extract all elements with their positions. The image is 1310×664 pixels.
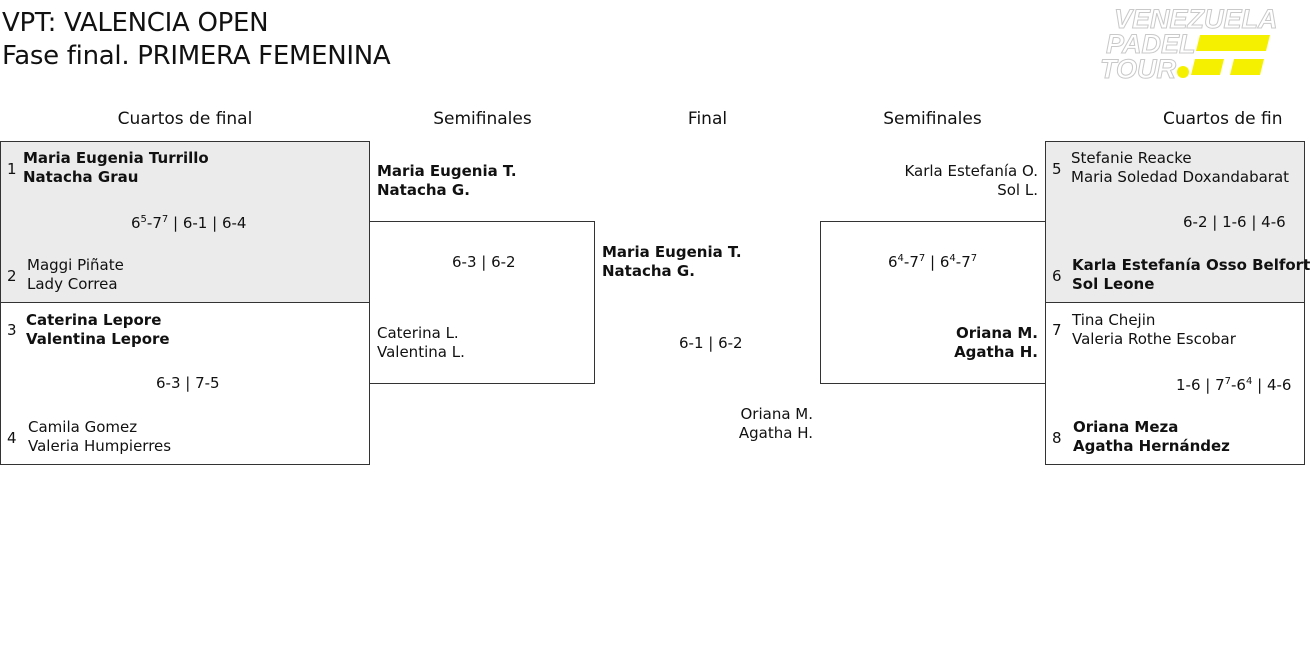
- player-name: Sol L.: [997, 181, 1038, 199]
- player-name: Maria Eugenia T.: [602, 243, 742, 261]
- match-box-qf2: [0, 302, 370, 465]
- player-name: Caterina Lepore: [26, 311, 162, 329]
- player-name: Valeria Humpierres: [28, 437, 172, 455]
- round-header-final: Final: [687, 109, 728, 129]
- team-qf4-loser: Tina Chejin Valeria Rothe Escobar: [1072, 311, 1236, 349]
- team-sf-left-loser: Caterina L. Valentina L.: [377, 324, 465, 362]
- tournament-title: VPT: VALENCIA OPEN: [2, 8, 269, 38]
- team-sf-left-winner: Maria Eugenia T. Natacha G.: [377, 162, 517, 200]
- round-header-sf-right: Semifinales: [883, 109, 982, 129]
- team-qf1-loser: Maggi Piñate Lady Correa: [27, 256, 124, 294]
- player-name: Lady Correa: [27, 275, 118, 293]
- player-name: Valeria Rothe Escobar: [1072, 330, 1236, 348]
- svg-text:VENEZUELA: VENEZUELA: [1114, 4, 1278, 34]
- player-name: Maria Eugenia Turrillo: [23, 149, 209, 167]
- seed-number: 6: [1052, 267, 1062, 285]
- player-name: Karla Estefanía Osso Belfort: [1072, 256, 1310, 274]
- match-score-qf2: 6-3 | 7-5: [156, 374, 220, 392]
- svg-text:PADEL: PADEL: [1106, 29, 1196, 59]
- round-header-qf-right: Cuartos de fin: [1163, 109, 1283, 129]
- player-name: Caterina L.: [377, 324, 459, 342]
- player-name: Natacha G.: [602, 262, 695, 280]
- player-name: Maggi Piñate: [27, 256, 124, 274]
- player-name: Sol Leone: [1072, 275, 1155, 293]
- player-name: Valentina L.: [377, 343, 465, 361]
- seed-number: 2: [7, 267, 17, 285]
- player-name: Agatha H.: [954, 343, 1038, 361]
- seed-number: 3: [7, 321, 17, 339]
- player-name: Oriana M.: [740, 405, 813, 423]
- team-qf3-winner: Karla Estefanía Osso Belfort Sol Leone: [1072, 256, 1310, 294]
- match-score-qf3: 6-2 | 1-6 | 4-6: [1183, 213, 1286, 231]
- player-name: Camila Gomez: [28, 418, 138, 436]
- player-name: Karla Estefanía O.: [904, 162, 1038, 180]
- seed-number: 1: [7, 160, 17, 178]
- player-name: Natacha Grau: [23, 168, 139, 186]
- match-box-qf3: [1045, 141, 1305, 303]
- round-header-sf-left: Semifinales: [433, 109, 532, 129]
- seed-number: 5: [1052, 160, 1062, 178]
- player-name: Oriana Meza: [1073, 418, 1179, 436]
- match-box-qf4: [1045, 302, 1305, 465]
- draw-subtitle: Fase final. PRIMERA FEMENINA: [2, 41, 391, 71]
- player-name: Maria Eugenia T.: [377, 162, 517, 180]
- seed-number: 8: [1052, 429, 1062, 447]
- match-box-qf1: [0, 141, 370, 303]
- match-score-sf-right: 64-77 | 64-77: [888, 253, 978, 271]
- team-qf4-winner: Oriana Meza Agatha Hernández: [1073, 418, 1230, 456]
- seed-number: 7: [1052, 321, 1062, 339]
- team-qf3-loser: Stefanie Reacke Maria Soledad Doxandabar…: [1071, 149, 1289, 187]
- match-score-final: 6-1 | 6-2: [679, 334, 743, 352]
- team-final-loser: Oriana M. Agatha H.: [700, 405, 813, 443]
- team-sf-right-winner: Oriana M. Agatha H.: [900, 324, 1038, 362]
- player-name: Tina Chejin: [1072, 311, 1156, 329]
- player-name: Oriana M.: [955, 324, 1038, 342]
- team-qf2-loser: Camila Gomez Valeria Humpierres: [28, 418, 171, 456]
- player-name: Stefanie Reacke: [1071, 149, 1192, 167]
- match-box-sf-left: [370, 221, 595, 384]
- player-name: Valentina Lepore: [26, 330, 170, 348]
- player-name: Natacha G.: [377, 181, 470, 199]
- match-score-qf1: 65-77 | 6-1 | 6-4: [131, 214, 247, 232]
- team-qf2-winner: Caterina Lepore Valentina Lepore: [26, 311, 170, 349]
- round-header-qf-left: Cuartos de final: [117, 109, 253, 129]
- player-name: Agatha H.: [738, 424, 813, 442]
- match-score-qf4: 1-6 | 77-64 | 4-6: [1176, 376, 1292, 394]
- svg-text:TOUR: TOUR: [1100, 54, 1177, 84]
- team-qf1-winner: Maria Eugenia Turrillo Natacha Grau: [23, 149, 209, 187]
- player-name: Maria Soledad Doxandabarat: [1071, 168, 1290, 186]
- match-box-sf-right: [820, 221, 1046, 384]
- team-final-winner: Maria Eugenia T. Natacha G.: [602, 243, 742, 281]
- team-sf-right-loser: Karla Estefanía O. Sol L.: [880, 162, 1038, 200]
- match-score-sf-left: 6-3 | 6-2: [452, 253, 516, 271]
- player-name: Agatha Hernández: [1073, 437, 1230, 455]
- venezuela-padel-tour-logo: VENEZUELA PADEL TOUR: [1100, 4, 1279, 85]
- seed-number: 4: [7, 429, 17, 447]
